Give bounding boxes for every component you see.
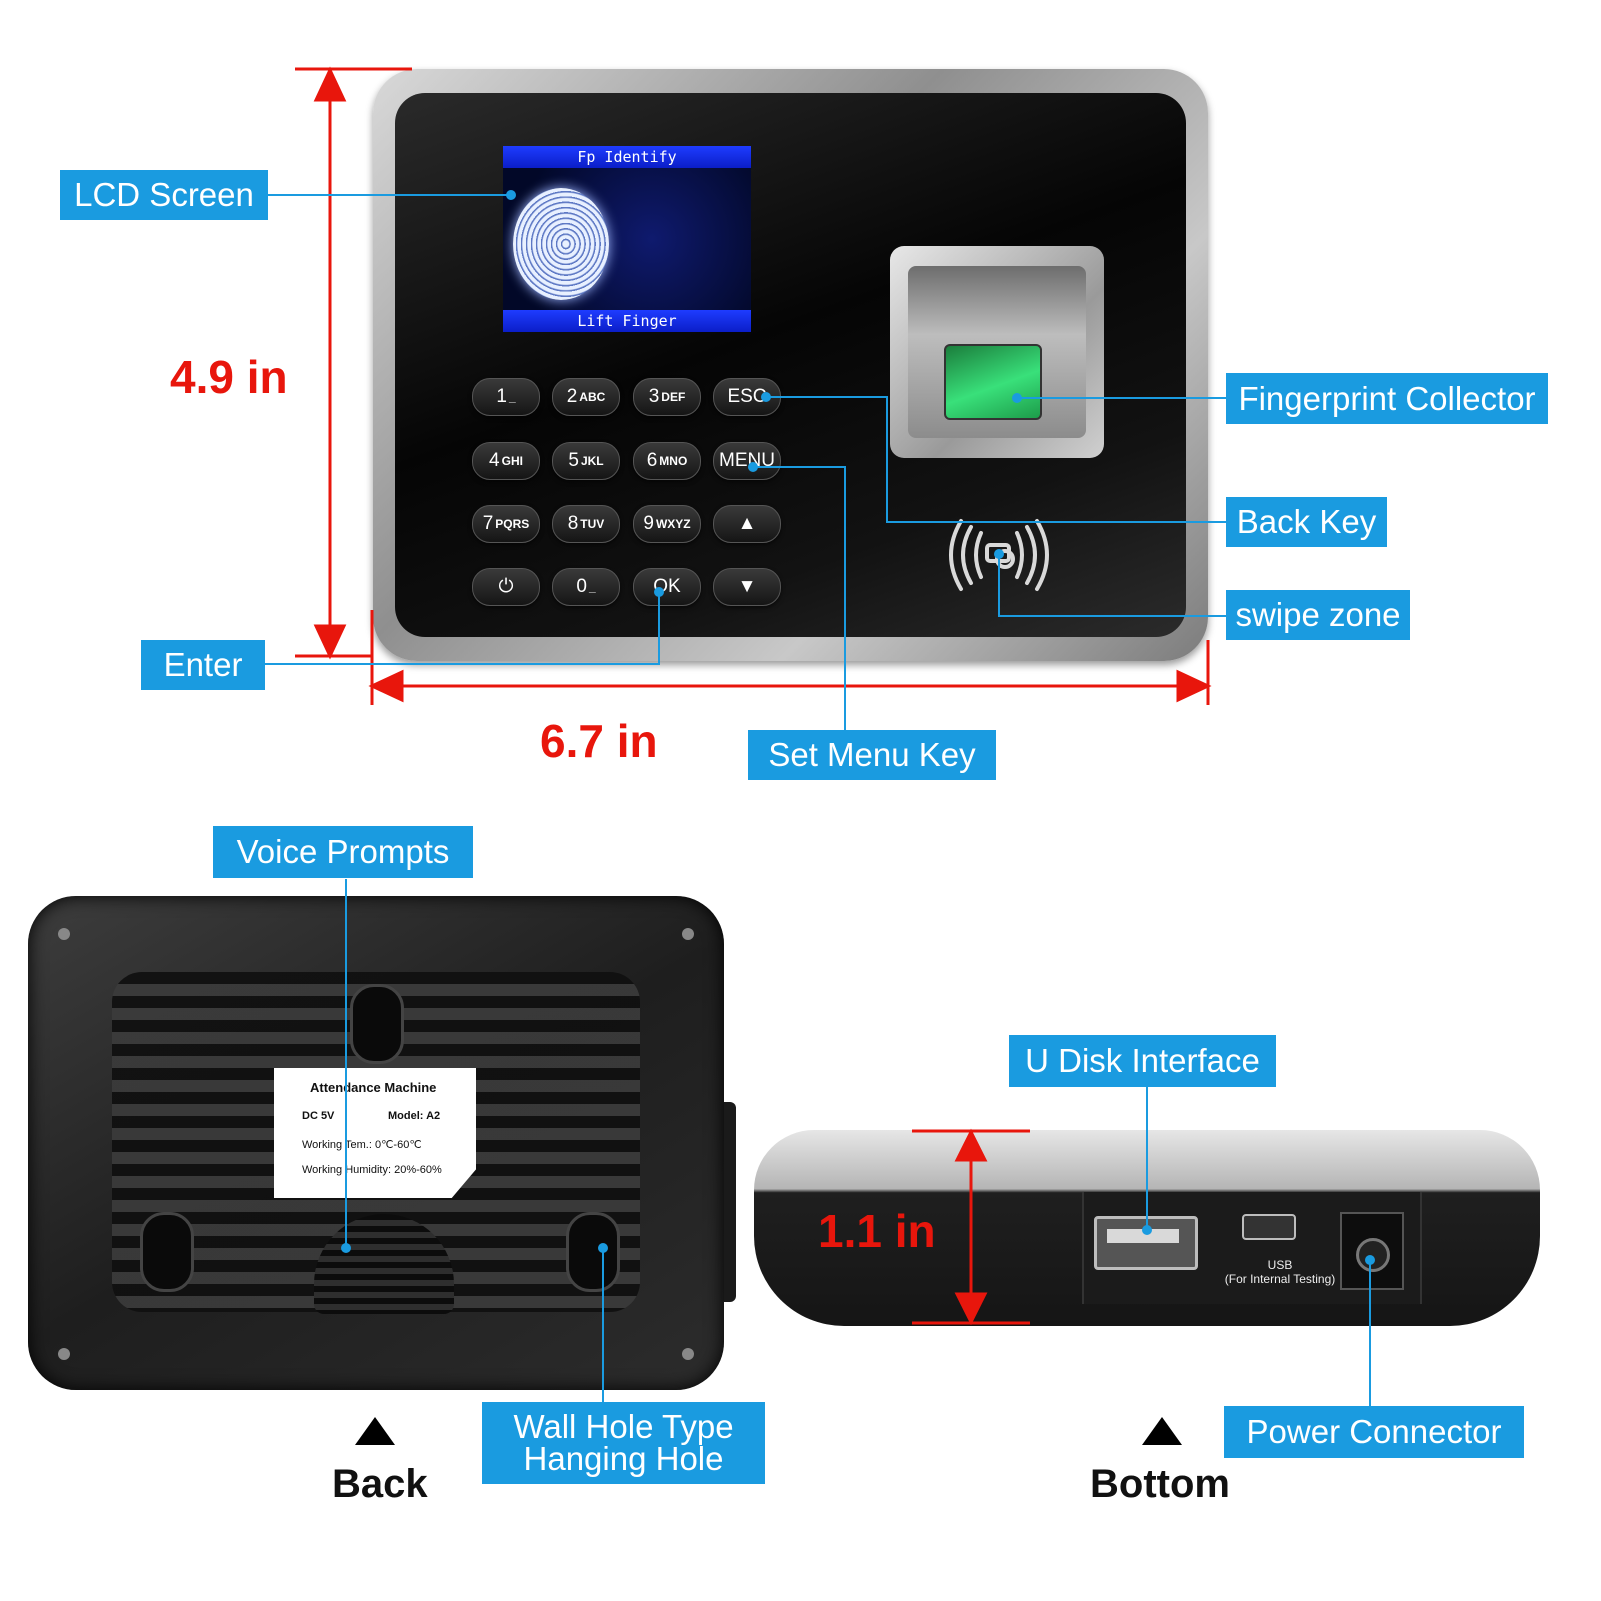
caption-back: Back	[332, 1462, 428, 1506]
dimension-lines-bottom	[341, 879, 1375, 1445]
usb-a-port-icon[interactable]	[1094, 1216, 1198, 1270]
depth-dimension: 1.1 in	[818, 1205, 936, 1257]
screw-icon	[682, 928, 694, 940]
screw-icon	[682, 1348, 694, 1360]
hanging-hole-top	[350, 984, 404, 1064]
wall-hole-line2: Hanging Hole	[523, 1440, 724, 1477]
usb-port-label: USB (For Internal Testing)	[1224, 1258, 1336, 1286]
callout-back-key: Back Key	[1226, 497, 1387, 547]
key-main-label: 2	[566, 386, 578, 407]
label-humidity: Working Humidity: 20%-60%	[302, 1164, 442, 1176]
usb-label: USB	[1267, 1258, 1293, 1272]
key-sub-label: _	[508, 390, 516, 404]
keypad-key[interactable]: ▼	[713, 568, 781, 606]
callout-voice-prompts: Voice Prompts	[213, 826, 473, 878]
lcd-bottom-bar: Lift Finger	[503, 310, 751, 332]
key-main-label: 5	[568, 450, 579, 471]
key-sub-label: GHI	[501, 454, 523, 468]
screw-icon	[58, 928, 70, 940]
key-main-label: 9	[643, 513, 654, 534]
height-dimension: 4.9 in	[170, 351, 288, 403]
rfid-swipe-icon	[949, 519, 1049, 591]
side-tab	[724, 1102, 736, 1302]
key-main-label: 4	[489, 450, 500, 471]
callout-lcd-screen: LCD Screen	[60, 170, 268, 220]
key-sub-label: WXYZ	[655, 517, 691, 531]
lcd-top-bar: Fp Identify	[503, 146, 751, 168]
spec-label: Attendance Machine DC 5V Model: A2 Worki…	[274, 1068, 476, 1198]
callout-wall-hole: Wall Hole Type Hanging Hole	[482, 1402, 765, 1484]
key-sub-label: TUV	[580, 517, 605, 531]
key-main-label: ▼	[737, 576, 757, 597]
hanging-hole-right	[566, 1212, 620, 1292]
sensor-glass	[944, 344, 1042, 420]
power-jack-icon[interactable]	[1340, 1212, 1404, 1290]
fingerprint-image	[513, 188, 609, 300]
key-main-label: 8	[567, 513, 579, 534]
key-main-label: 7	[482, 513, 494, 534]
key-main-label: 3	[648, 386, 660, 407]
keypad-key[interactable]: 1_	[472, 378, 540, 416]
key-main-label: 1	[496, 386, 507, 407]
lcd-screen: Fp Identify Lift Finger	[503, 146, 751, 332]
usb-note: (For Internal Testing)	[1224, 1272, 1336, 1286]
keypad-key[interactable]: ▲	[713, 505, 781, 543]
mini-usb-port-icon[interactable]	[1242, 1214, 1296, 1240]
key-sub-label: JKL	[580, 454, 604, 468]
usb-a-tongue	[1107, 1229, 1179, 1243]
hanging-hole-left	[140, 1212, 194, 1292]
key-main-label: ESC	[727, 386, 767, 407]
keypad-key[interactable]: 0_	[552, 568, 620, 606]
key-main-label: 6	[646, 450, 658, 471]
key-sub-label: MNO	[659, 454, 688, 468]
width-dimension: 6.7 in	[540, 715, 658, 767]
wall-hole-line1: Wall Hole Type	[513, 1408, 734, 1445]
fingerprint-collector[interactable]	[890, 246, 1104, 458]
keypad-key[interactable]: ⏻	[472, 568, 540, 606]
keypad-key[interactable]: MENU	[713, 442, 781, 480]
key-main-label: 0	[576, 576, 587, 597]
key-sub-label: ABC	[579, 390, 606, 404]
callout-fingerprint-collector: Fingerprint Collector	[1226, 373, 1548, 424]
callout-u-disk-interface: U Disk Interface	[1009, 1035, 1276, 1087]
label-title: Attendance Machine	[310, 1080, 437, 1095]
screw-icon	[58, 1348, 70, 1360]
key-main-label: ⏻	[498, 576, 514, 597]
caption-bottom: Bottom	[1090, 1462, 1230, 1506]
callout-power-connector: Power Connector	[1224, 1406, 1524, 1458]
label-dc: DC 5V	[302, 1110, 335, 1122]
key-sub-label: _	[588, 580, 596, 594]
sensor-well	[908, 266, 1086, 438]
power-jack-ring	[1356, 1238, 1390, 1272]
key-main-label: ▲	[737, 513, 757, 534]
callout-enter: Enter	[141, 640, 265, 690]
callout-swipe-zone: swipe zone	[1226, 590, 1410, 640]
key-sub-label: PQRS	[495, 517, 530, 531]
label-model: Model: A2	[388, 1110, 441, 1122]
key-main-label: MENU	[719, 450, 775, 471]
key-sub-label: DEF	[661, 390, 686, 404]
dimension-lines-front	[265, 66, 1226, 730]
callout-set-menu-key: Set Menu Key	[748, 730, 996, 780]
label-temp: Working Tem.: 0℃-60℃	[302, 1139, 422, 1151]
